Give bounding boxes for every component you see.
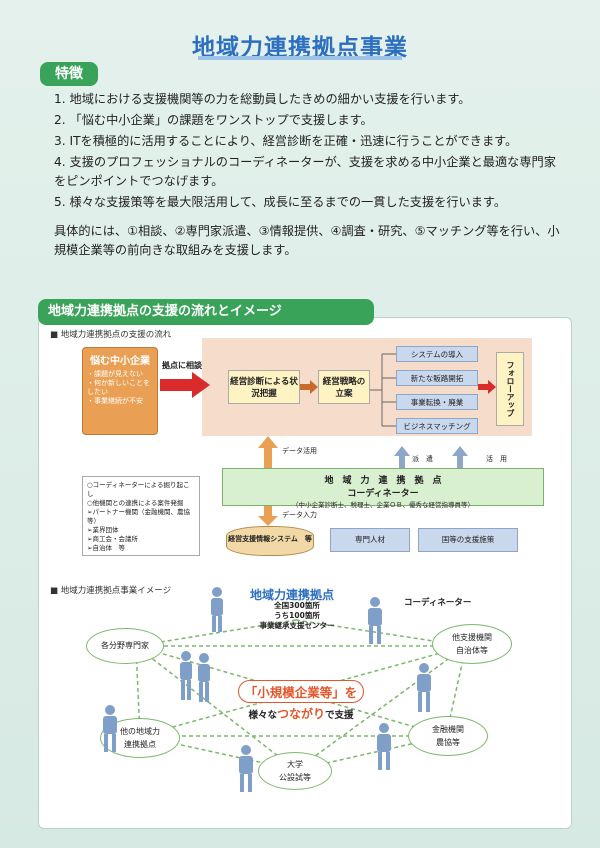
coord-detail: （中小企業診断士、税理士、企業ＯＢ、優秀な経営指導員等）: [292, 501, 474, 509]
person-icon: [103, 705, 117, 752]
feature-item: 4. 支援のプロフェッショナルのコーディネーターが、支援を求める中小企業と最適な…: [54, 155, 556, 188]
hub-subtitle: 全国300箇所 うち100箇所 事業継承支援センター: [259, 601, 335, 630]
hub-title: 地域力連携拠点: [250, 588, 335, 602]
arrow-up-icon: [394, 446, 410, 468]
node-experts: 各分野専門家: [86, 628, 164, 664]
person-icon: [211, 587, 223, 632]
arrow-right-icon: [478, 380, 496, 394]
problem-item: ・何か新しいことをしたい: [87, 379, 150, 396]
use-label: 活 用: [486, 455, 507, 463]
option-matching: ビジネスマッチング: [396, 418, 478, 434]
outreach-item: ○他機関との連携による案件発掘: [87, 499, 184, 507]
flow-label: ■ 地域力連携拠点の支援の流れ: [50, 330, 172, 340]
features-heading: 特徴: [40, 62, 98, 86]
problem-item: ・課題が見えない: [87, 370, 143, 378]
center-line2-post: で支援: [325, 710, 354, 721]
feature-item: 2. 「悩む中小企業」の課題をワンストップで支援します。: [54, 113, 373, 127]
consult-label: 拠点に相談: [162, 361, 202, 370]
system-database: 経営支援情報システム 等: [226, 526, 314, 556]
data-use-label: データ活用: [282, 447, 317, 455]
diagnosis-step: 経営診断による状況把握: [228, 370, 300, 404]
feature-item: 3. ITを積極的に活用することにより、経営診断を正確・迅速に行うことができます…: [54, 134, 518, 148]
person-icon: [377, 723, 391, 770]
dispatch-label: 派 遣: [412, 455, 433, 463]
features-list: 1. 地域における支援機関等の力を総動員したきめの細かい支援を行います。 2. …: [54, 90, 564, 260]
problem-title: 悩む中小企業: [90, 356, 150, 367]
arrow-down-icon: [258, 506, 278, 526]
section-heading: 地域力連携拠点の支援の流れとイメージ: [38, 299, 374, 325]
center-message: 「小規模企業等」を 様々なつながりで支援: [236, 680, 366, 722]
option-system: システムの導入: [396, 346, 478, 362]
outreach-item: ➢商工会・会議所: [87, 535, 138, 543]
center-main: 「小規模企業等」を: [237, 680, 365, 703]
branch-connector: [370, 353, 396, 427]
data-input-label: データ入力: [282, 511, 317, 519]
consult-arrow-icon: [160, 372, 210, 398]
feature-item: 1. 地域における支援機関等の力を総動員したきめの細かい支援を行います。: [54, 92, 471, 106]
features-detail: 具体的には、①相談、②専門家派遣、③情報提供、④調査・研究、⑤マッチング等を行い…: [54, 224, 560, 257]
arrow-up-icon: [452, 446, 468, 468]
person-icon: [239, 745, 253, 792]
national-box: 国等の支援施策: [418, 528, 518, 552]
outreach-list: ○コーディネーターによる掘り起こし ○他機関との連携による案件発掘 ➢パートナー…: [82, 476, 200, 556]
option-conversion: 事業転換・廃業: [396, 394, 478, 410]
person-icon: [417, 663, 431, 712]
title-underline: [198, 56, 402, 60]
center-line2: 様々なつながりで支援: [236, 705, 366, 722]
outreach-item: ➢自治体 等: [87, 544, 125, 552]
experts-box: 専門人材: [330, 528, 410, 552]
node-university: 大学 公設試等: [258, 752, 332, 790]
center-line2-em: つながり: [276, 707, 325, 721]
coord-sub: コーディネーター: [347, 489, 419, 499]
coord-title: 地 域 力 連 携 拠 点: [324, 476, 442, 486]
image-label: ■ 地域力連携拠点事業イメージ: [50, 586, 172, 596]
follow-up-box: フォローアップ: [496, 352, 524, 426]
coordinator-label: コーディネーター: [404, 598, 472, 608]
feature-item: 5. 様々な支援策等を最大限活用して、成長に至るまでの一貫した支援を行います。: [54, 195, 507, 209]
outreach-item: ○コーディネーターによる掘り起こし: [87, 481, 190, 498]
problem-item: ・事業継続が不安: [87, 397, 143, 405]
arrow-up-icon: [258, 436, 278, 468]
outreach-item: ➢パートナー機関（金融機関、農協等）: [87, 508, 190, 525]
problem-box: 悩む中小企業 ・課題が見えない ・何か新しいことをしたい ・事業継続が不安: [82, 347, 158, 435]
center-line2-pre: 様々な: [248, 710, 277, 721]
coordinator-box: 地 域 力 連 携 拠 点 コーディネーター （中小企業診断士、税理士、企業ＯＢ…: [222, 468, 544, 509]
strategy-step: 経営戦略の立案: [318, 370, 370, 404]
people-group-icon: [180, 651, 210, 702]
node-other-support: 他支援機関 自治体等: [432, 624, 512, 664]
outreach-item: ➢業界団体: [87, 526, 119, 534]
node-finance: 金融機関 農協等: [408, 716, 488, 756]
person-icon: [368, 597, 382, 644]
arrow-right-icon: [300, 380, 318, 394]
option-market: 新たな販路開拓: [396, 370, 478, 386]
